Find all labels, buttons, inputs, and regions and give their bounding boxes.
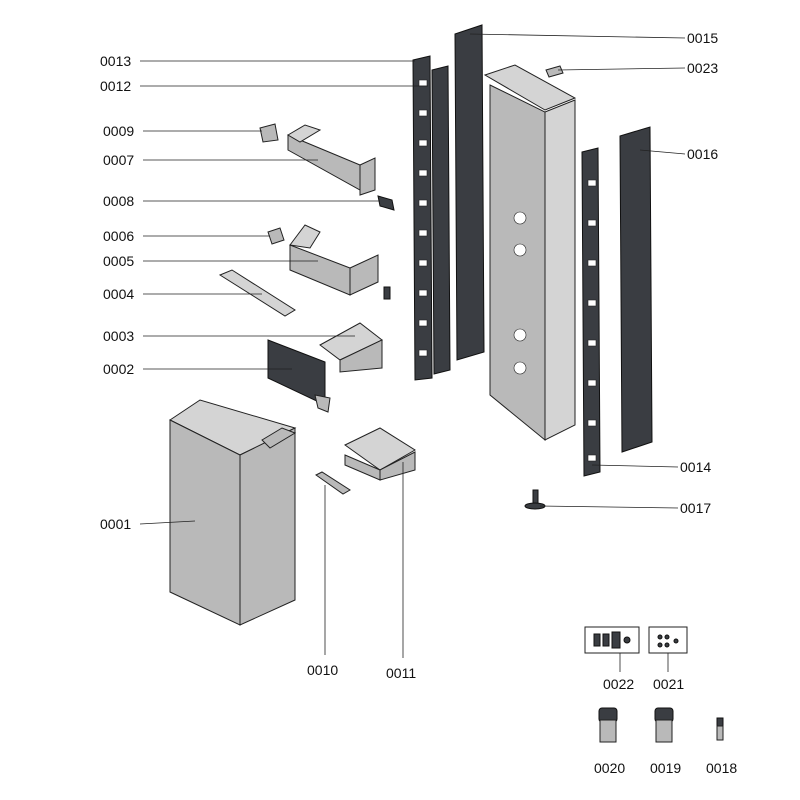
label-0004: 0004 [103,286,134,302]
label-0023: 0023 [687,60,718,76]
part-0011-bracket [344,427,416,481]
part-0005-bracket [289,224,391,300]
part-0016-panel [619,126,653,453]
label-0006: 0006 [103,228,134,244]
strip-holes [418,79,428,357]
label-0002: 0002 [103,361,134,377]
part-0008-clip [377,195,395,211]
part-main-frame [483,64,577,442]
part-0009-clip [259,123,279,143]
part-0018-pin [716,717,724,741]
part-0004-strip [218,269,296,317]
label-0014: 0014 [680,459,711,475]
part-0012-0013-perforated-strip [412,55,451,381]
part-0021-screw-kit [648,626,688,654]
part-0023-clip [545,65,564,78]
label-0003: 0003 [103,328,134,344]
label-0007: 0007 [103,152,134,168]
part-0014-perforated-strip [581,147,601,477]
label-0013: 0013 [100,53,131,69]
label-0016: 0016 [687,146,718,162]
label-0001: 0001 [100,516,131,532]
part-0007-bracket [287,124,376,196]
leader-lines [139,33,686,672]
part-0001-chimney-cover [169,399,297,626]
label-0011: 0011 [386,665,416,681]
part-0003-bracket [319,322,383,373]
part-0010-strip [315,471,351,495]
label-0018: 0018 [706,760,737,776]
label-0010: 0010 [307,662,338,678]
label-0008: 0008 [103,193,134,209]
part-0022-screw-kit [584,626,640,654]
label-0009: 0009 [103,123,134,139]
label-0005: 0005 [103,253,134,269]
part-0002-plate [267,339,331,413]
part-0020-fitting [598,707,618,743]
part-0015-panel [454,24,485,361]
label-0022: 0022 [603,676,634,692]
label-0021: 0021 [653,676,684,692]
label-0015: 0015 [687,30,718,46]
part-0006-clip [267,227,285,245]
part-labels: 0013 0012 0009 0007 0008 0006 0005 0004 … [100,30,737,776]
part-0019-fitting [654,707,674,743]
label-0017: 0017 [680,500,711,516]
label-0019: 0019 [650,760,681,776]
label-0020: 0020 [594,760,625,776]
label-0012: 0012 [100,78,131,94]
